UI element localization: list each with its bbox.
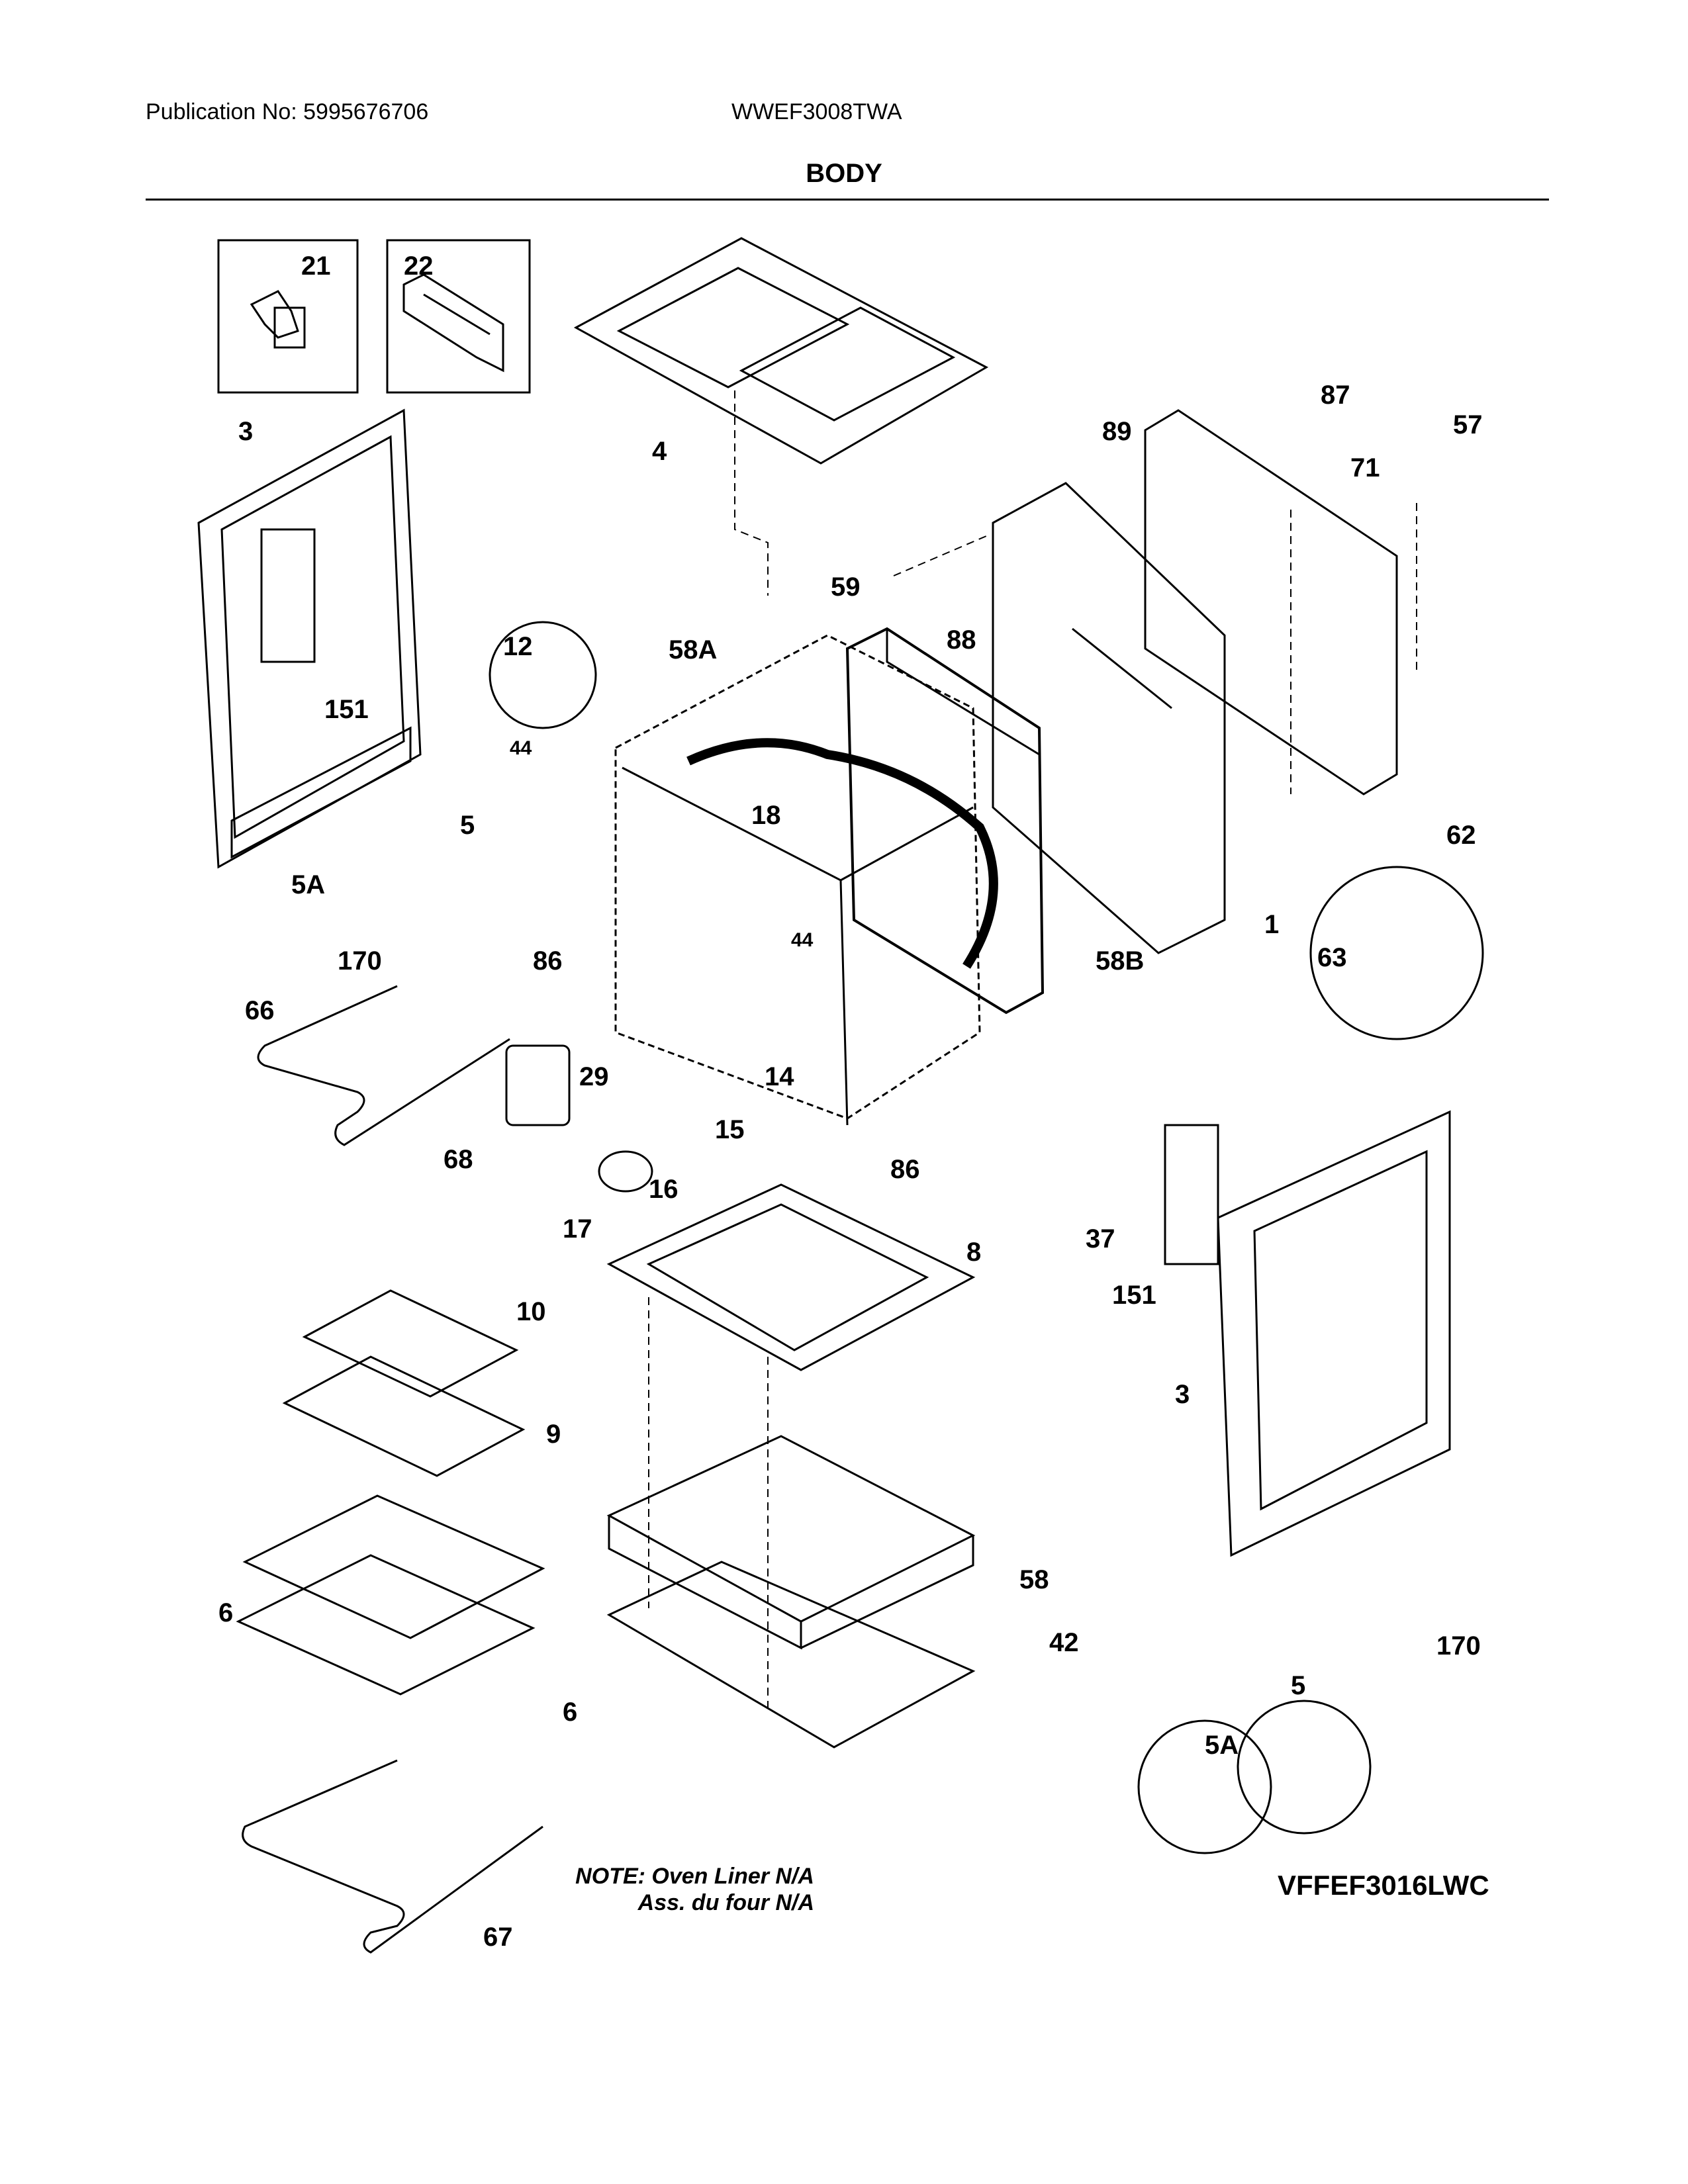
top-panel: [573, 237, 989, 465]
callout-17: 17: [563, 1214, 592, 1244]
callout-170b: 170: [1436, 1631, 1481, 1661]
broil-element: [257, 985, 510, 1146]
callout-42: 42: [1049, 1628, 1079, 1657]
callout-8: 8: [966, 1238, 981, 1267]
callout-170a: 170: [338, 946, 382, 976]
callout-68: 68: [444, 1145, 473, 1174]
bottom-tray: [606, 1561, 976, 1749]
callout-5aa: 5A: [291, 870, 325, 899]
inset-circle-5: [1237, 1700, 1372, 1835]
callout-9: 9: [546, 1420, 561, 1449]
oven-rack-lower: [236, 1554, 536, 1696]
callout-15: 15: [715, 1115, 745, 1144]
callout-6a: 6: [218, 1598, 233, 1627]
note-block: NOTE: Oven Liner N/A Ass. du four N/A: [569, 1863, 814, 1916]
callout-3a: 3: [238, 417, 253, 446]
callout-71: 71: [1350, 453, 1380, 482]
callout-58a: 58A: [669, 635, 717, 664]
callout-86a: 86: [533, 946, 563, 976]
callout-59: 59: [831, 572, 861, 602]
callout-62: 62: [1446, 821, 1476, 850]
callout-87: 87: [1321, 381, 1350, 410]
callout-12: 12: [503, 632, 533, 661]
callout-151b: 151: [1112, 1281, 1156, 1310]
callout-57: 57: [1453, 410, 1483, 439]
insulation-pad: [606, 1435, 976, 1650]
insulation-blanket: [845, 627, 1045, 1015]
callout-18: 18: [751, 801, 781, 830]
callout-63: 63: [1317, 943, 1347, 972]
callout-37: 37: [1086, 1224, 1115, 1253]
model-number: WWEF3008TWA: [731, 99, 902, 124]
callout-89: 89: [1102, 417, 1132, 446]
callout-6b: 6: [563, 1698, 577, 1727]
callout-5b: 5: [1291, 1671, 1305, 1700]
inset-circle-5A: [1137, 1719, 1272, 1854]
callout-10: 10: [516, 1297, 546, 1326]
bottom-panel: [606, 1183, 976, 1371]
callout-88: 88: [947, 625, 976, 655]
inset-circle-12: [489, 621, 597, 729]
callout-5a: 5: [460, 811, 475, 840]
inset-box-21: [217, 239, 359, 394]
bake-element: [242, 1759, 543, 1954]
oven-rack-upper: [242, 1494, 545, 1639]
callout-5ab: 5A: [1205, 1731, 1239, 1760]
callout-29: 29: [579, 1062, 609, 1091]
callout-58b: 58B: [1096, 946, 1144, 976]
callout-86b: 86: [890, 1155, 920, 1184]
assembly-guides: [648, 390, 1417, 1707]
footer-model: VFFEF3016LWC: [1278, 1870, 1489, 1901]
right-side-panel: [1164, 1110, 1451, 1557]
inset-box-22: [386, 239, 531, 394]
callout-151a: 151: [324, 695, 369, 724]
rear-cover: [1144, 409, 1398, 796]
callout-67: 67: [483, 1923, 513, 1952]
header-rule: [146, 199, 1549, 201]
callout-44b: 44: [791, 929, 814, 951]
light-switch-29: [505, 1044, 571, 1126]
note-line-2: Ass. du four N/A: [637, 1890, 814, 1915]
broil-pan: [282, 1289, 526, 1477]
lamp-lens-16: [598, 1150, 653, 1193]
callout-4: 4: [652, 437, 667, 466]
note-line-1: NOTE: Oven Liner N/A: [575, 1864, 814, 1889]
callout-14: 14: [765, 1062, 794, 1091]
back-panel: [992, 482, 1226, 954]
left-side-panel: [197, 408, 422, 869]
callout-58: 58: [1019, 1565, 1049, 1594]
callout-1: 1: [1264, 910, 1279, 939]
inset-circle-62: [1309, 866, 1484, 1040]
oven-cavity: [614, 634, 998, 1126]
callout-22: 22: [404, 251, 434, 281]
callout-21: 21: [301, 251, 331, 281]
publication-number: Publication No: 5995676706: [146, 99, 429, 124]
callout-66: 66: [245, 996, 275, 1025]
callout-44a: 44: [510, 737, 532, 759]
callout-16: 16: [649, 1175, 679, 1204]
diagram-title: BODY: [806, 159, 882, 188]
callout-3b: 3: [1175, 1380, 1190, 1409]
